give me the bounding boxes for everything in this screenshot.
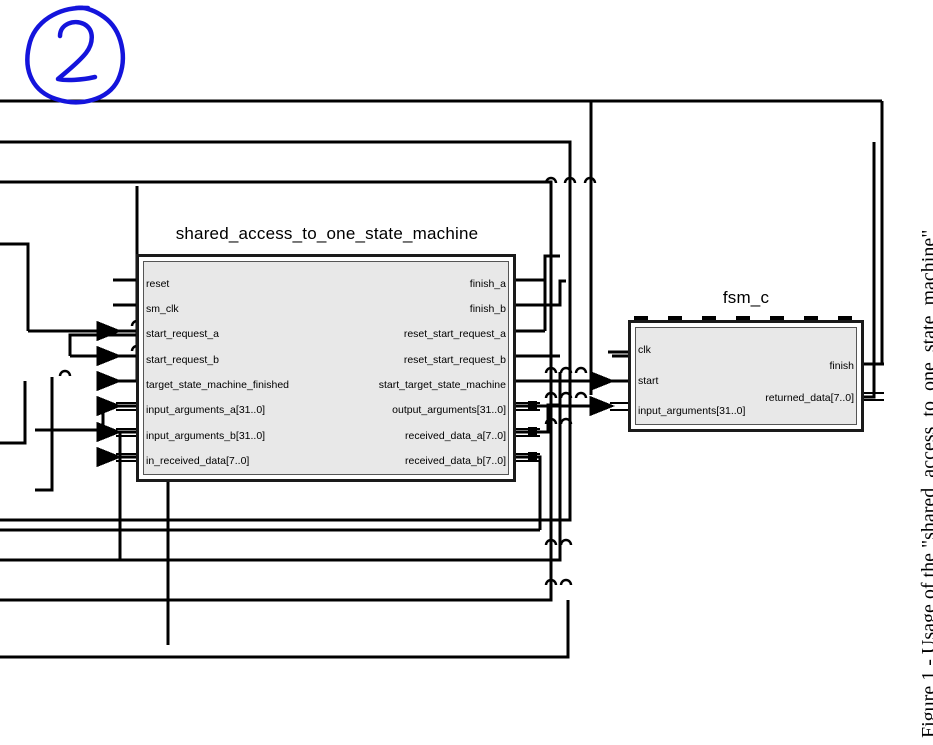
block-title-shared-access: shared_access_to_one_state_machine [175, 224, 479, 243]
port-in-sm-clk: sm_clk [146, 303, 179, 315]
port-in-target-state-machine-finished: target_state_machine_finished [146, 379, 290, 391]
port-in-input-arguments-a: input_arguments_a[31..0] [146, 404, 266, 416]
port-in-input-arguments-b: input_arguments_b[31..0] [146, 430, 266, 442]
block-fsm-c: clk start input_arguments[31..0] finish … [628, 320, 864, 432]
port-out-received-data-a: received_data_a[7..0] [405, 430, 506, 442]
block-shared-access: reset sm_clk start_request_a start_reque… [136, 254, 516, 482]
figure-caption: Figure 1 - Usage of the "shared_access_t… [918, 229, 933, 738]
block-body-fsm-c [635, 327, 857, 425]
port-in-start-request-b: start_request_b [146, 354, 219, 366]
port-in-start-request-a: start_request_a [146, 328, 219, 340]
block-body-shared-access [143, 261, 509, 475]
port-out-reset-start-request-b: reset_start_request_b [403, 354, 506, 366]
port-out-finish-a: finish_a [469, 278, 506, 290]
block-title-fsm-c: fsm_c [722, 288, 770, 307]
port-in-reset: reset [146, 278, 170, 290]
port-out-received-data-b: received_data_b[7..0] [405, 455, 506, 467]
port-out-returned-data: returned_data[7..0] [765, 392, 854, 404]
port-out-output-arguments: output_arguments[31..0] [392, 404, 506, 416]
port-out-finish-b: finish_b [469, 303, 506, 315]
port-in-in-received-data: in_received_data[7..0] [146, 455, 250, 467]
port-out-start-target-state-machine: start_target_state_machine [378, 379, 506, 391]
port-out-reset-start-request-a: reset_start_request_a [403, 328, 506, 340]
port-out-finish: finish [829, 360, 854, 372]
port-in-clk: clk [638, 344, 651, 356]
port-in-start: start [638, 375, 659, 387]
port-in-input-arguments: input_arguments[31..0] [638, 405, 746, 417]
